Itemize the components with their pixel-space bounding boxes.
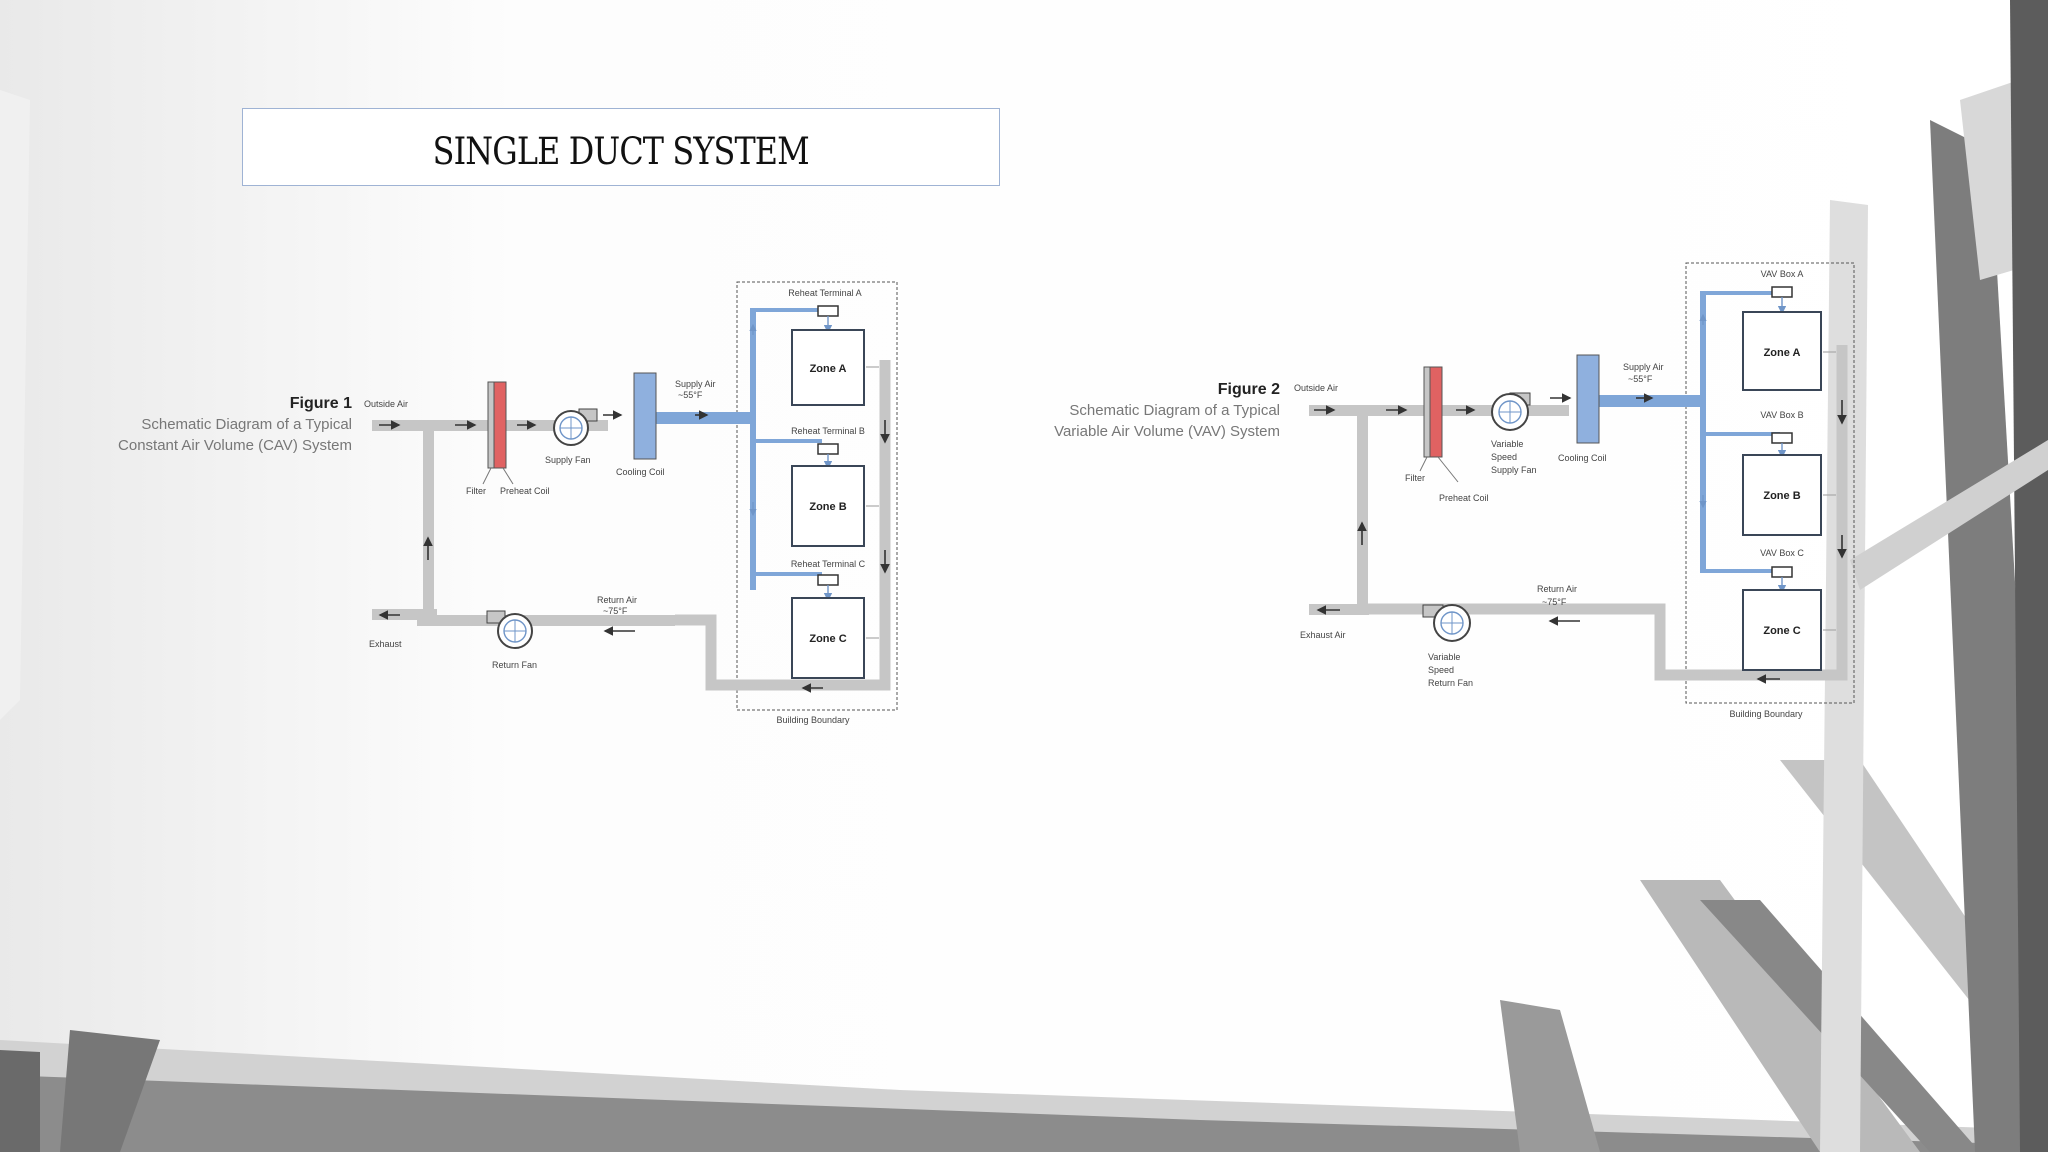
zone-b-label: Zone B	[1763, 490, 1800, 502]
supply-air-label: Supply Air	[1623, 362, 1664, 372]
zone-b-group: VAV Box B Zone B	[1742, 410, 1822, 536]
figure1-caption-line2: Constant Air Volume (CAV) System	[118, 437, 352, 454]
figure1-caption-line1: Schematic Diagram of a Typical	[141, 416, 352, 433]
supply-duct	[655, 412, 750, 424]
zone-b-group: Reheat Terminal B Zone B	[791, 426, 865, 547]
outside-air-riser	[1357, 405, 1368, 605]
outside-air-label: Outside Air	[1294, 383, 1338, 393]
slide-title-box: SINGLE DUCT SYSTEM	[242, 108, 1000, 186]
zone-c-label: Zone C	[1763, 625, 1800, 637]
return-duct-horizontal	[435, 615, 675, 626]
supply-duct	[1580, 395, 1700, 407]
figure1-label: Figure 1	[289, 395, 352, 412]
supply-temp-label: ~55°F	[678, 390, 703, 400]
supply-temp-label: ~55°F	[1628, 374, 1653, 384]
zone-return-arrows	[866, 366, 879, 639]
building-boundary-box	[1685, 262, 1855, 704]
return-duct-path	[1368, 345, 1848, 681]
zone-a-box	[791, 329, 865, 406]
cooling-coil	[633, 372, 657, 460]
supply-fan-label-line1: Variable	[1491, 439, 1523, 449]
zone-a-group: VAV Box A Zone A	[1742, 269, 1822, 391]
figure2-caption-line1: Schematic Diagram of a Typical	[1069, 402, 1280, 419]
supply-fan-label-line3: Supply Fan	[1491, 465, 1537, 475]
vav-box-b-label: VAV Box B	[1760, 410, 1803, 420]
supply-riser	[750, 308, 756, 590]
variable-speed-return-fan-icon	[1422, 604, 1471, 642]
supply-branches	[1700, 291, 1780, 573]
cooling-coil-label: Cooling Coil	[1558, 453, 1607, 463]
return-fan-label: Return Fan	[492, 660, 537, 670]
slide-title: SINGLE DUCT SYSTEM	[432, 129, 810, 173]
cooling-coil-label: Cooling Coil	[616, 467, 665, 477]
variable-speed-supply-fan-icon	[1491, 392, 1531, 431]
figure2-label: Figure 2	[1217, 381, 1280, 398]
return-air-label: Return Air	[597, 595, 637, 605]
outside-air-label: Outside Air	[364, 399, 408, 409]
return-temp-label: ~75°F	[603, 606, 628, 616]
supply-branches	[750, 308, 822, 576]
cooling-coil	[1576, 354, 1600, 444]
return-fan-label-line2: Speed	[1428, 665, 1454, 675]
figure1-caption: Figure 1 Schematic Diagram of a Typical …	[100, 394, 352, 456]
filter-label: Filter	[1405, 473, 1425, 483]
zone-c-group: VAV Box C Zone C	[1742, 548, 1822, 671]
return-fan-icon	[486, 610, 533, 649]
preheat-coil	[1429, 366, 1443, 458]
return-temp-label: ~75°F	[1542, 597, 1567, 607]
exhaust-label: Exhaust	[369, 639, 402, 649]
zone-c-box	[1742, 589, 1822, 671]
zone-a-group: Reheat Terminal A Zone A	[788, 288, 865, 406]
preheat-coil-label: Preheat Coil	[1439, 493, 1489, 503]
flow-arrows	[1314, 393, 1847, 684]
supply-fan-label: Supply Fan	[545, 455, 591, 465]
supply-air-label: Supply Air	[675, 379, 716, 389]
vav-box-c-label: VAV Box C	[1760, 548, 1804, 558]
building-boundary-box	[736, 281, 898, 711]
terminal-a-label: Reheat Terminal A	[788, 288, 861, 298]
supply-fan-icon	[553, 408, 598, 446]
preheat-coil	[493, 381, 507, 469]
return-fan-label-line1: Variable	[1428, 652, 1460, 662]
return-air-label: Return Air	[1537, 584, 1577, 594]
zone-b-label: Zone B	[809, 501, 846, 513]
filter-label: Filter	[466, 486, 486, 496]
supply-fan-label-line2: Speed	[1491, 452, 1517, 462]
preheat-coil-label: Preheat Coil	[500, 486, 550, 496]
zone-a-label: Zone A	[1764, 347, 1801, 359]
building-boundary-label: Building Boundary	[776, 715, 850, 725]
building-boundary-label: Building Boundary	[1729, 709, 1803, 719]
vav-box-a-label: VAV Box A	[1761, 269, 1804, 279]
zone-a-box	[1742, 311, 1822, 391]
return-duct-path	[675, 360, 891, 691]
cav-system-diagram: Building Boundary	[364, 281, 898, 725]
zone-c-group: Reheat Terminal C Zone C	[791, 559, 866, 679]
zone-b-box	[791, 465, 865, 547]
zone-c-box	[791, 597, 865, 679]
exhaust-air-label: Exhaust Air	[1300, 630, 1346, 640]
zone-b-box	[1742, 454, 1822, 536]
figure2-caption-line2: Variable Air Volume (VAV) System	[1054, 423, 1280, 440]
flow-arrows	[378, 410, 890, 693]
zone-c-label: Zone C	[809, 633, 846, 645]
vav-system-diagram: Building Boundary Outside Ai	[1294, 262, 1855, 719]
terminal-c-label: Reheat Terminal C	[791, 559, 866, 569]
return-fan-label-line3: Return Fan	[1428, 678, 1473, 688]
zone-return-arrows	[1823, 351, 1836, 631]
zone-a-label: Zone A	[810, 363, 847, 375]
figure2-caption: Figure 2 Schematic Diagram of a Typical …	[1020, 380, 1280, 442]
terminal-b-label: Reheat Terminal B	[791, 426, 865, 436]
